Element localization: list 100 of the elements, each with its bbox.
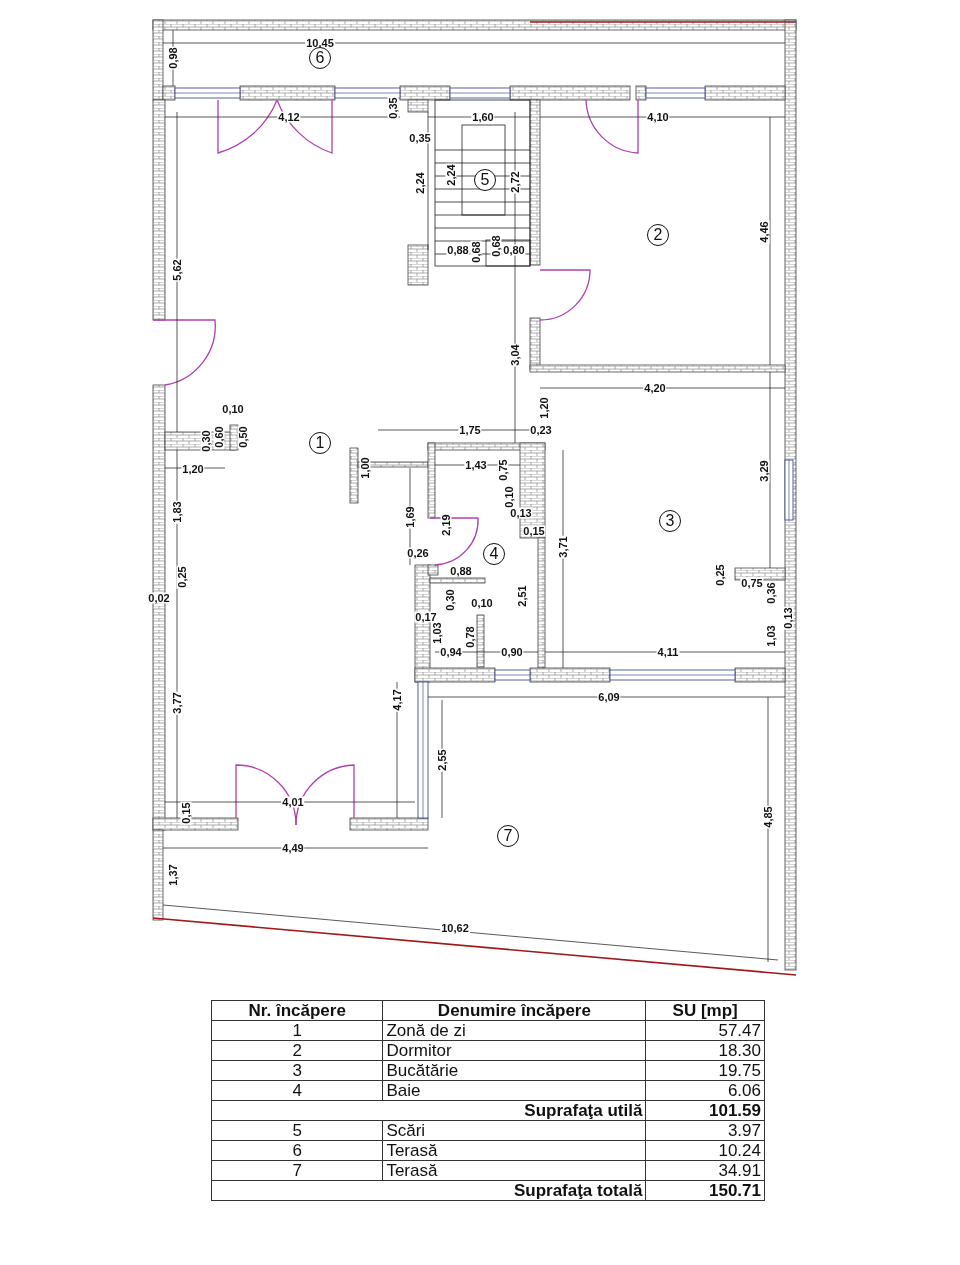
dimension-label: 1,03 — [431, 621, 443, 645]
dimension-label: 0,02 — [147, 592, 171, 604]
table-cell: Bucătărie — [382, 1060, 646, 1081]
dimension-label: 3,29 — [758, 459, 770, 483]
callout-number: 5 — [474, 169, 496, 191]
table-cell: 19.75 — [645, 1060, 765, 1081]
dimension-label: 2,51 — [516, 584, 528, 608]
table-cell: Terasă — [382, 1140, 646, 1161]
dimension-label: 4,11 — [656, 646, 680, 658]
callout-number: 1 — [309, 432, 331, 454]
column-header: Denumire încăpere — [382, 1000, 646, 1021]
dimension-label: 0,35 — [387, 96, 399, 120]
dimension-label: 0,10 — [470, 597, 494, 609]
dimension-label: 0,88 — [449, 565, 473, 577]
column-header: SU [mp] — [645, 1000, 765, 1021]
table-cell: 1 — [211, 1020, 383, 1041]
table-cell: 18.30 — [645, 1040, 765, 1061]
table-cell: Suprafaţa totală — [211, 1180, 646, 1201]
dimension-label: 1,00 — [359, 456, 371, 480]
callout-number: 4 — [483, 543, 505, 565]
dimension-label: 0,25 — [714, 563, 726, 587]
dimension-label: 1,03 — [765, 624, 777, 648]
dimension-label: 0,90 — [500, 646, 524, 658]
dimension-label: 2,55 — [436, 748, 448, 772]
dimension-label: 0,25 — [176, 565, 188, 589]
table-cell: 34.91 — [645, 1160, 765, 1181]
callout-number: 3 — [659, 510, 681, 532]
dimension-label: 4,17 — [391, 688, 403, 712]
dimension-label: 0,94 — [439, 646, 463, 658]
table-cell: Suprafaţa utilă — [211, 1100, 646, 1121]
dimension-label: 4,20 — [643, 382, 667, 394]
dimension-label: 1,43 — [464, 459, 488, 471]
table-cell: 6 — [211, 1140, 383, 1161]
callout-number: 2 — [647, 224, 669, 246]
table-cell: 3.97 — [645, 1120, 765, 1141]
dimension-label: 4,12 — [277, 111, 301, 123]
dimension-label: 4,49 — [281, 842, 305, 854]
table-cell: 10.24 — [645, 1140, 765, 1161]
dimension-label: 4,85 — [762, 805, 774, 829]
dimension-label: 0,75 — [740, 577, 764, 589]
dimension-label: 1,69 — [404, 505, 416, 529]
dimension-label: 1,37 — [167, 863, 179, 887]
dimension-label: 0,10 — [503, 485, 515, 509]
table-cell: 7 — [211, 1160, 383, 1181]
dimension-label: 3,04 — [509, 343, 521, 367]
dimension-label: 0,60 — [213, 425, 225, 449]
dimension-label: 1,75 — [458, 424, 482, 436]
dimension-label: 10,62 — [440, 922, 470, 934]
table-cell: 57.47 — [645, 1020, 765, 1041]
dimension-label: 0,78 — [464, 625, 476, 649]
table-cell: Baie — [382, 1080, 646, 1101]
dimension-label: 0,88 — [446, 244, 470, 256]
dimension-label: 0,13 — [782, 606, 794, 630]
dimension-label: 0,36 — [765, 581, 777, 605]
dimension-label: 0,68 — [490, 234, 502, 258]
dimension-label: 0,15 — [180, 801, 192, 825]
table-cell: 101.59 — [645, 1100, 765, 1121]
table-cell: 4 — [211, 1080, 383, 1101]
dimension-label: 5,62 — [171, 258, 183, 282]
dimension-label: 0,23 — [529, 424, 553, 436]
table-cell: Zonă de zi — [382, 1020, 646, 1041]
dimension-label: 1,20 — [181, 463, 205, 475]
dimension-label: 0,68 — [470, 240, 482, 264]
dimension-label: 2,24 — [445, 163, 457, 187]
dimension-label: 0,50 — [237, 425, 249, 449]
dimension-label: 0,75 — [497, 458, 509, 482]
dimension-label: 1,60 — [471, 111, 495, 123]
table-cell: 2 — [211, 1040, 383, 1061]
dimension-label: 6,09 — [597, 691, 621, 703]
dimension-label: 0,26 — [406, 547, 430, 559]
dimension-label: 2,72 — [509, 170, 521, 194]
table-cell: Scări — [382, 1120, 646, 1141]
dimension-label: 4,01 — [281, 796, 305, 808]
callout-number: 6 — [309, 47, 331, 69]
dimension-label: 0,98 — [167, 46, 179, 70]
dimension-label: 2,19 — [440, 513, 452, 537]
dimension-label: 1,83 — [171, 500, 183, 524]
table-cell: Dormitor — [382, 1040, 646, 1061]
table-cell: 5 — [211, 1120, 383, 1141]
dimension-label: 3,77 — [171, 691, 183, 715]
dimension-label: 0,30 — [444, 588, 456, 612]
dimension-label: 0,17 — [414, 611, 438, 623]
dimension-label: 0,13 — [509, 507, 533, 519]
dimension-label: 3,71 — [557, 535, 569, 559]
table-cell: 6.06 — [645, 1080, 765, 1101]
dimension-label: 1,20 — [538, 396, 550, 420]
callout-number: 7 — [497, 825, 519, 847]
dimension-label: 0,30 — [200, 429, 212, 453]
dimension-label: 0,10 — [221, 403, 245, 415]
dimension-label: 0,80 — [502, 244, 526, 256]
table-cell: 3 — [211, 1060, 383, 1081]
table-cell: Terasă — [382, 1160, 646, 1181]
dimension-label: 10,45 — [305, 37, 335, 49]
column-header: Nr. încăpere — [211, 1000, 383, 1021]
dimension-label: 2,24 — [414, 171, 426, 195]
table-cell: 150.71 — [645, 1180, 765, 1201]
dimension-label: 0,15 — [522, 525, 546, 537]
dimension-label: 4,46 — [758, 220, 770, 244]
dimension-label: 0,35 — [408, 132, 432, 144]
dimension-label: 4,10 — [646, 111, 670, 123]
